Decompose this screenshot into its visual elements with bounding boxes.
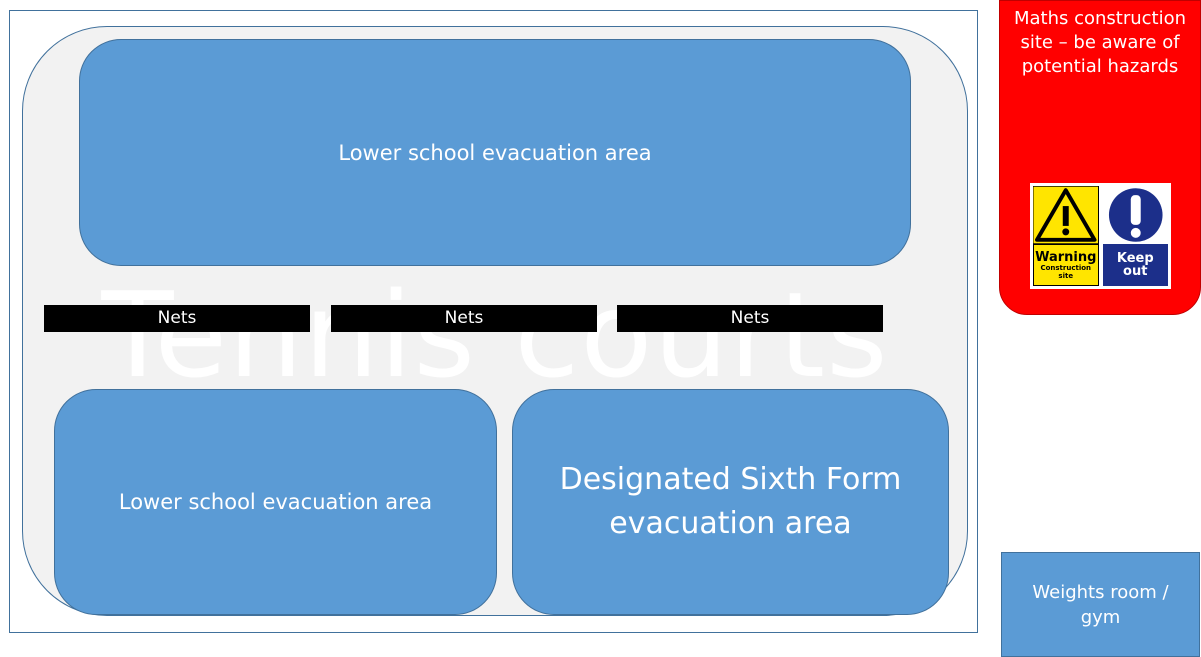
weights-room-gym: Weights room / gym bbox=[1001, 552, 1200, 657]
keep-out-sign-panel: Keep out bbox=[1102, 186, 1168, 286]
construction-sign: Warning Construction site Keep out bbox=[1030, 183, 1171, 289]
warning-subtitle: Construction site bbox=[1040, 263, 1092, 280]
construction-warning-box: Maths construction site – be aware of po… bbox=[999, 0, 1201, 315]
warning-sign-panel: Warning Construction site bbox=[1033, 186, 1099, 286]
exclamation-circle-icon bbox=[1102, 186, 1168, 244]
warning-caption: Warning Construction site bbox=[1033, 244, 1099, 286]
net-1: Nets bbox=[44, 305, 310, 332]
lower-school-evacuation-area-top: Lower school evacuation area bbox=[79, 39, 911, 266]
net-2: Nets bbox=[331, 305, 597, 332]
lower-school-evacuation-area-bottom: Lower school evacuation area bbox=[54, 389, 497, 615]
warning-title: Warning bbox=[1035, 249, 1097, 265]
warning-triangle-icon bbox=[1033, 186, 1099, 244]
area-label: Lower school evacuation area bbox=[118, 490, 433, 514]
sixth-form-evacuation-area: Designated Sixth Form evacuation area bbox=[512, 389, 949, 615]
area-label: Designated Sixth Form evacuation area bbox=[559, 462, 902, 541]
area-label: Lower school evacuation area bbox=[338, 140, 652, 165]
weights-room-label: Weights room / gym bbox=[1032, 581, 1169, 628]
tennis-courts-label: Tennis courts bbox=[101, 266, 889, 404]
net-3: Nets bbox=[617, 305, 883, 332]
keep-out-text: Keep out bbox=[1116, 251, 1154, 279]
construction-warning-text: Maths construction site – be aware of po… bbox=[1013, 8, 1187, 77]
keep-out-caption: Keep out bbox=[1102, 244, 1168, 286]
